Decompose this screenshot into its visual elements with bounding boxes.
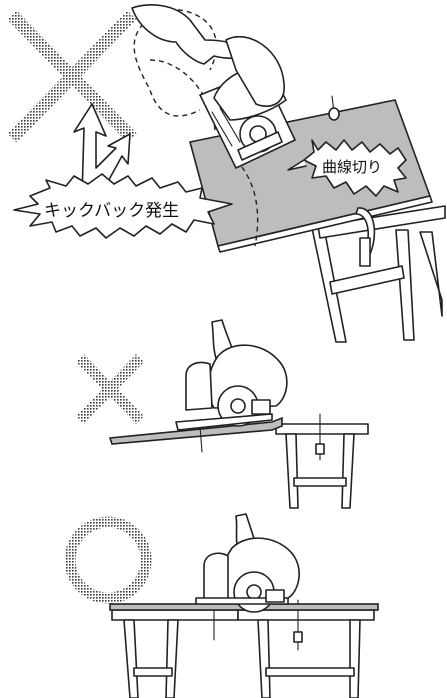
wrong-mark-cross-2 bbox=[76, 354, 144, 424]
sawhorse-illustration-1 bbox=[311, 205, 446, 343]
correct-mark-circle bbox=[64, 516, 152, 604]
clamp-illustration bbox=[328, 95, 376, 267]
operator-hand-1 bbox=[131, 4, 246, 65]
panel-sagging-board bbox=[76, 319, 369, 509]
circular-saw-illustration-3 bbox=[195, 537, 300, 613]
curve-cut-callout: 曲線切り bbox=[287, 139, 407, 197]
panel-correct-support bbox=[64, 513, 379, 698]
curve-cut-label: 曲線切り bbox=[322, 158, 382, 176]
kickback-burst: キックバック発生 bbox=[13, 173, 233, 239]
wrong-mark-cross-1 bbox=[7, 10, 137, 143]
panel-curve-cut-kickback: 曲線切り キックバック発生 bbox=[7, 4, 446, 343]
circular-saw-illustration-2 bbox=[175, 344, 288, 431]
workpiece-board-2 bbox=[108, 416, 283, 445]
sawhorse-illustration-3 bbox=[111, 599, 375, 698]
kickback-label: キックバック発生 bbox=[44, 201, 179, 221]
sawhorse-illustration-2 bbox=[275, 413, 369, 509]
circular-saw-illustration-1 bbox=[199, 35, 296, 169]
kickback-arrow bbox=[73, 103, 131, 197]
